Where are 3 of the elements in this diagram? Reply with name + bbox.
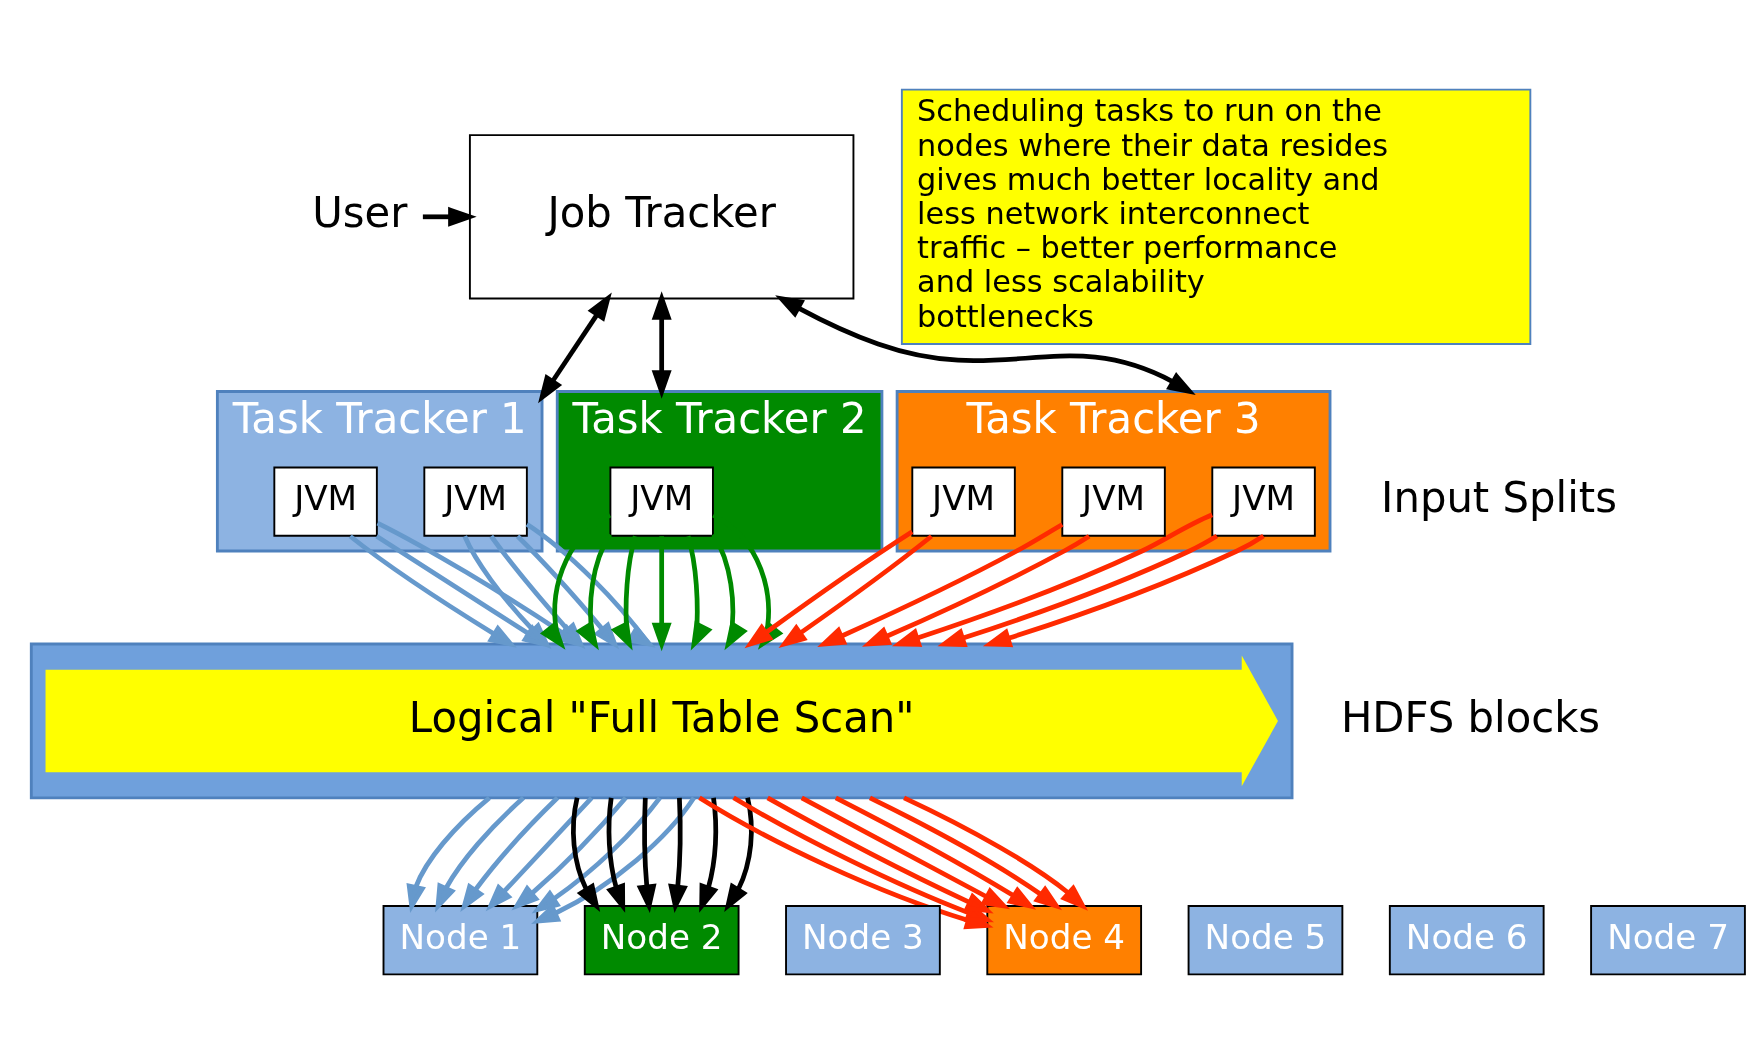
label: HDFS blocks — [1340, 692, 1601, 742]
label: Input Splits — [1381, 472, 1617, 522]
node-text: User — [312, 187, 408, 237]
